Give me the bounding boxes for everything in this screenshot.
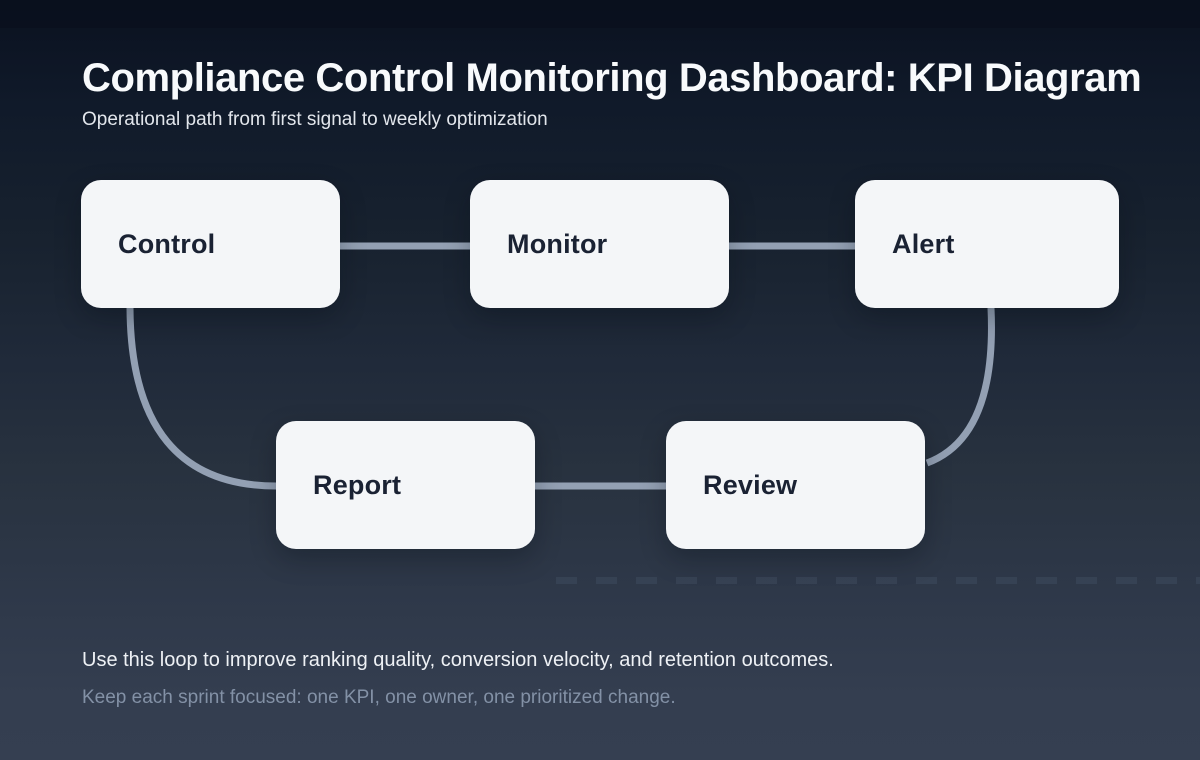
connector-control-report [126, 307, 277, 490]
node-label-report: Report [313, 469, 402, 500]
node-label-review: Review [703, 469, 798, 500]
node-label-control: Control [118, 228, 216, 259]
top-edge-band [0, 0, 1200, 28]
node-label-monitor: Monitor [507, 228, 608, 259]
node-label-alert: Alert [892, 228, 955, 259]
flow-node-alert: Alert [855, 180, 1119, 308]
flow-node-report: Report [276, 421, 535, 549]
flow-node-control: Control [81, 180, 340, 308]
decorative-dashes [556, 577, 1200, 584]
connector-alert-review [925, 307, 995, 467]
flow-node-review: Review [666, 421, 925, 549]
flow-node-monitor: Monitor [470, 180, 729, 308]
footer-primary-text: Use this loop to improve ranking quality… [82, 649, 834, 671]
page-subtitle: Operational path from first signal to we… [82, 109, 548, 130]
page-title: Compliance Control Monitoring Dashboard:… [82, 56, 1142, 100]
footer-secondary-text: Keep each sprint focused: one KPI, one o… [82, 687, 676, 708]
